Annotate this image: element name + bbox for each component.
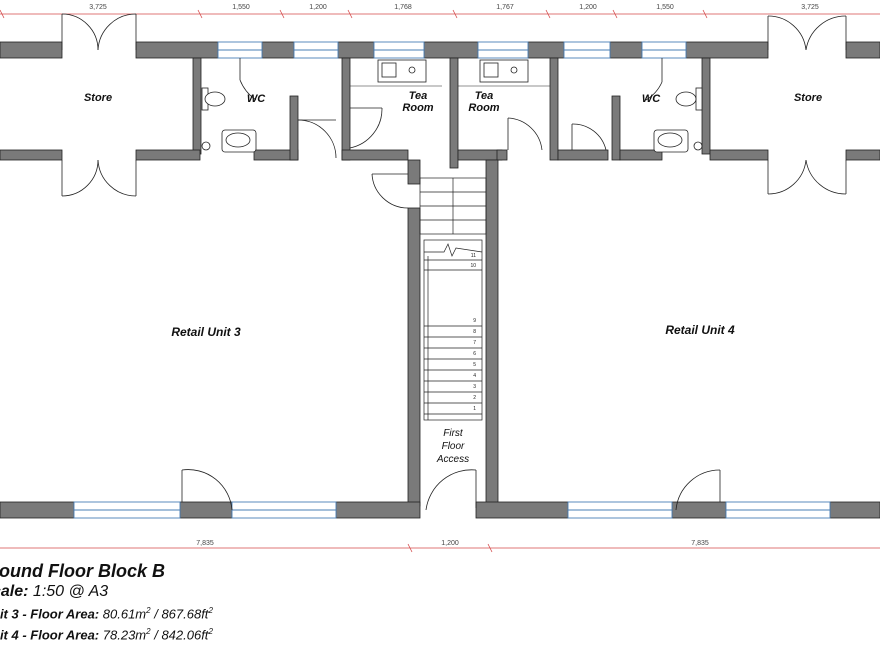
unit-4-area-m: 78.23m: [102, 627, 147, 643]
dim-label: 3,725: [801, 4, 819, 11]
unit-4-area-ft-sup: 2: [208, 627, 213, 637]
stair-number: 7: [473, 340, 476, 346]
dim-label: 7,835: [691, 540, 709, 547]
first-floor-access-label: First Floor Access: [436, 428, 469, 465]
scale-value: 1:50 @ A3: [32, 583, 109, 600]
plan-caption: round Floor Block B cale: 1:50 @ A3 nit …: [0, 560, 412, 645]
dim-label: 7,835: [196, 540, 214, 547]
access-label-line: First: [443, 428, 464, 439]
walls: [0, 41, 880, 519]
dim-label: 1,200: [441, 540, 459, 547]
tea-room-right-label: Tea: [475, 90, 494, 102]
stair-number: 6: [473, 351, 476, 357]
wc-right-label: WC: [642, 93, 661, 105]
dim-label: 1,767: [496, 4, 514, 11]
stair-numbers: 11 10 9 8 7 6 5 4 3 2 1: [470, 253, 476, 412]
retail-unit-3-label: Retail Unit 3: [171, 325, 241, 339]
windows: [73, 41, 831, 519]
unit-4-area-label: nit 4 - Floor Area:: [0, 627, 100, 643]
unit-3-area-m-sup: 2: [146, 606, 151, 615]
stairs: [419, 177, 487, 421]
stair-number: 8: [473, 329, 476, 335]
bottom-dimensions: 7,835 1,200 7,835: [196, 540, 709, 547]
store-right-label: Store: [794, 92, 822, 104]
area-separator: /: [150, 606, 162, 622]
unit-4-area-m-sup: 2: [146, 627, 151, 637]
dim-label: 1,550: [232, 4, 250, 11]
plan-scale: cale: 1:50 @ A3: [0, 582, 412, 602]
stair-number: 2: [473, 395, 476, 401]
tea-room-left-label: Room: [402, 102, 433, 114]
wc-left-label: WC: [247, 93, 266, 105]
unit-3-area-label: nit 3 - Floor Area:: [0, 606, 100, 622]
access-label-line: Floor: [442, 441, 465, 452]
dim-label: 1,200: [309, 4, 327, 11]
top-dimensions: 3,725 1,550 1,200 1,768 1,767 1,200 1,55…: [89, 4, 819, 11]
dim-label: 3,725: [89, 4, 107, 11]
unit-4-area-ft: 842.06ft: [161, 627, 209, 643]
fixtures: [201, 59, 703, 153]
stair-number: 4: [473, 373, 476, 379]
stair-number: 3: [473, 384, 476, 390]
stair-number: 1: [473, 406, 476, 412]
stair-number: 5: [473, 362, 476, 368]
unit-4-area: nit 4 - Floor Area: 78.23m2 / 842.06ft2: [0, 623, 412, 644]
plan-title: round Floor Block B: [0, 561, 165, 581]
store-left-label: Store: [84, 92, 112, 104]
unit-3-area: nit 3 - Floor Area: 80.61m2 / 867.68ft2: [0, 602, 412, 623]
unit-3-area-ft: 867.68ft: [161, 606, 209, 622]
unit-3-area-m: 80.61m: [102, 606, 147, 622]
dim-label: 1,768: [394, 4, 412, 11]
room-labels: Store WC Tea Room Tea Room WC Store Reta…: [84, 90, 822, 339]
stair-number: 11: [471, 253, 476, 259]
stair-number: 9: [473, 318, 476, 324]
stair-number: 10: [470, 263, 476, 269]
access-label-line: Access: [436, 454, 469, 465]
dim-label: 1,550: [656, 4, 674, 11]
scale-label: cale:: [0, 583, 29, 600]
unit-3-area-ft-sup: 2: [208, 606, 213, 615]
tea-room-left-label: Tea: [409, 90, 428, 102]
retail-unit-4-label: Retail Unit 4: [665, 323, 735, 337]
bottom-dimension-line: [0, 543, 880, 553]
area-separator: /: [150, 627, 162, 643]
tea-room-right-label: Room: [468, 102, 499, 114]
top-dimension-line: [0, 9, 880, 19]
dim-label: 1,200: [579, 4, 597, 11]
doors: [61, 13, 847, 511]
